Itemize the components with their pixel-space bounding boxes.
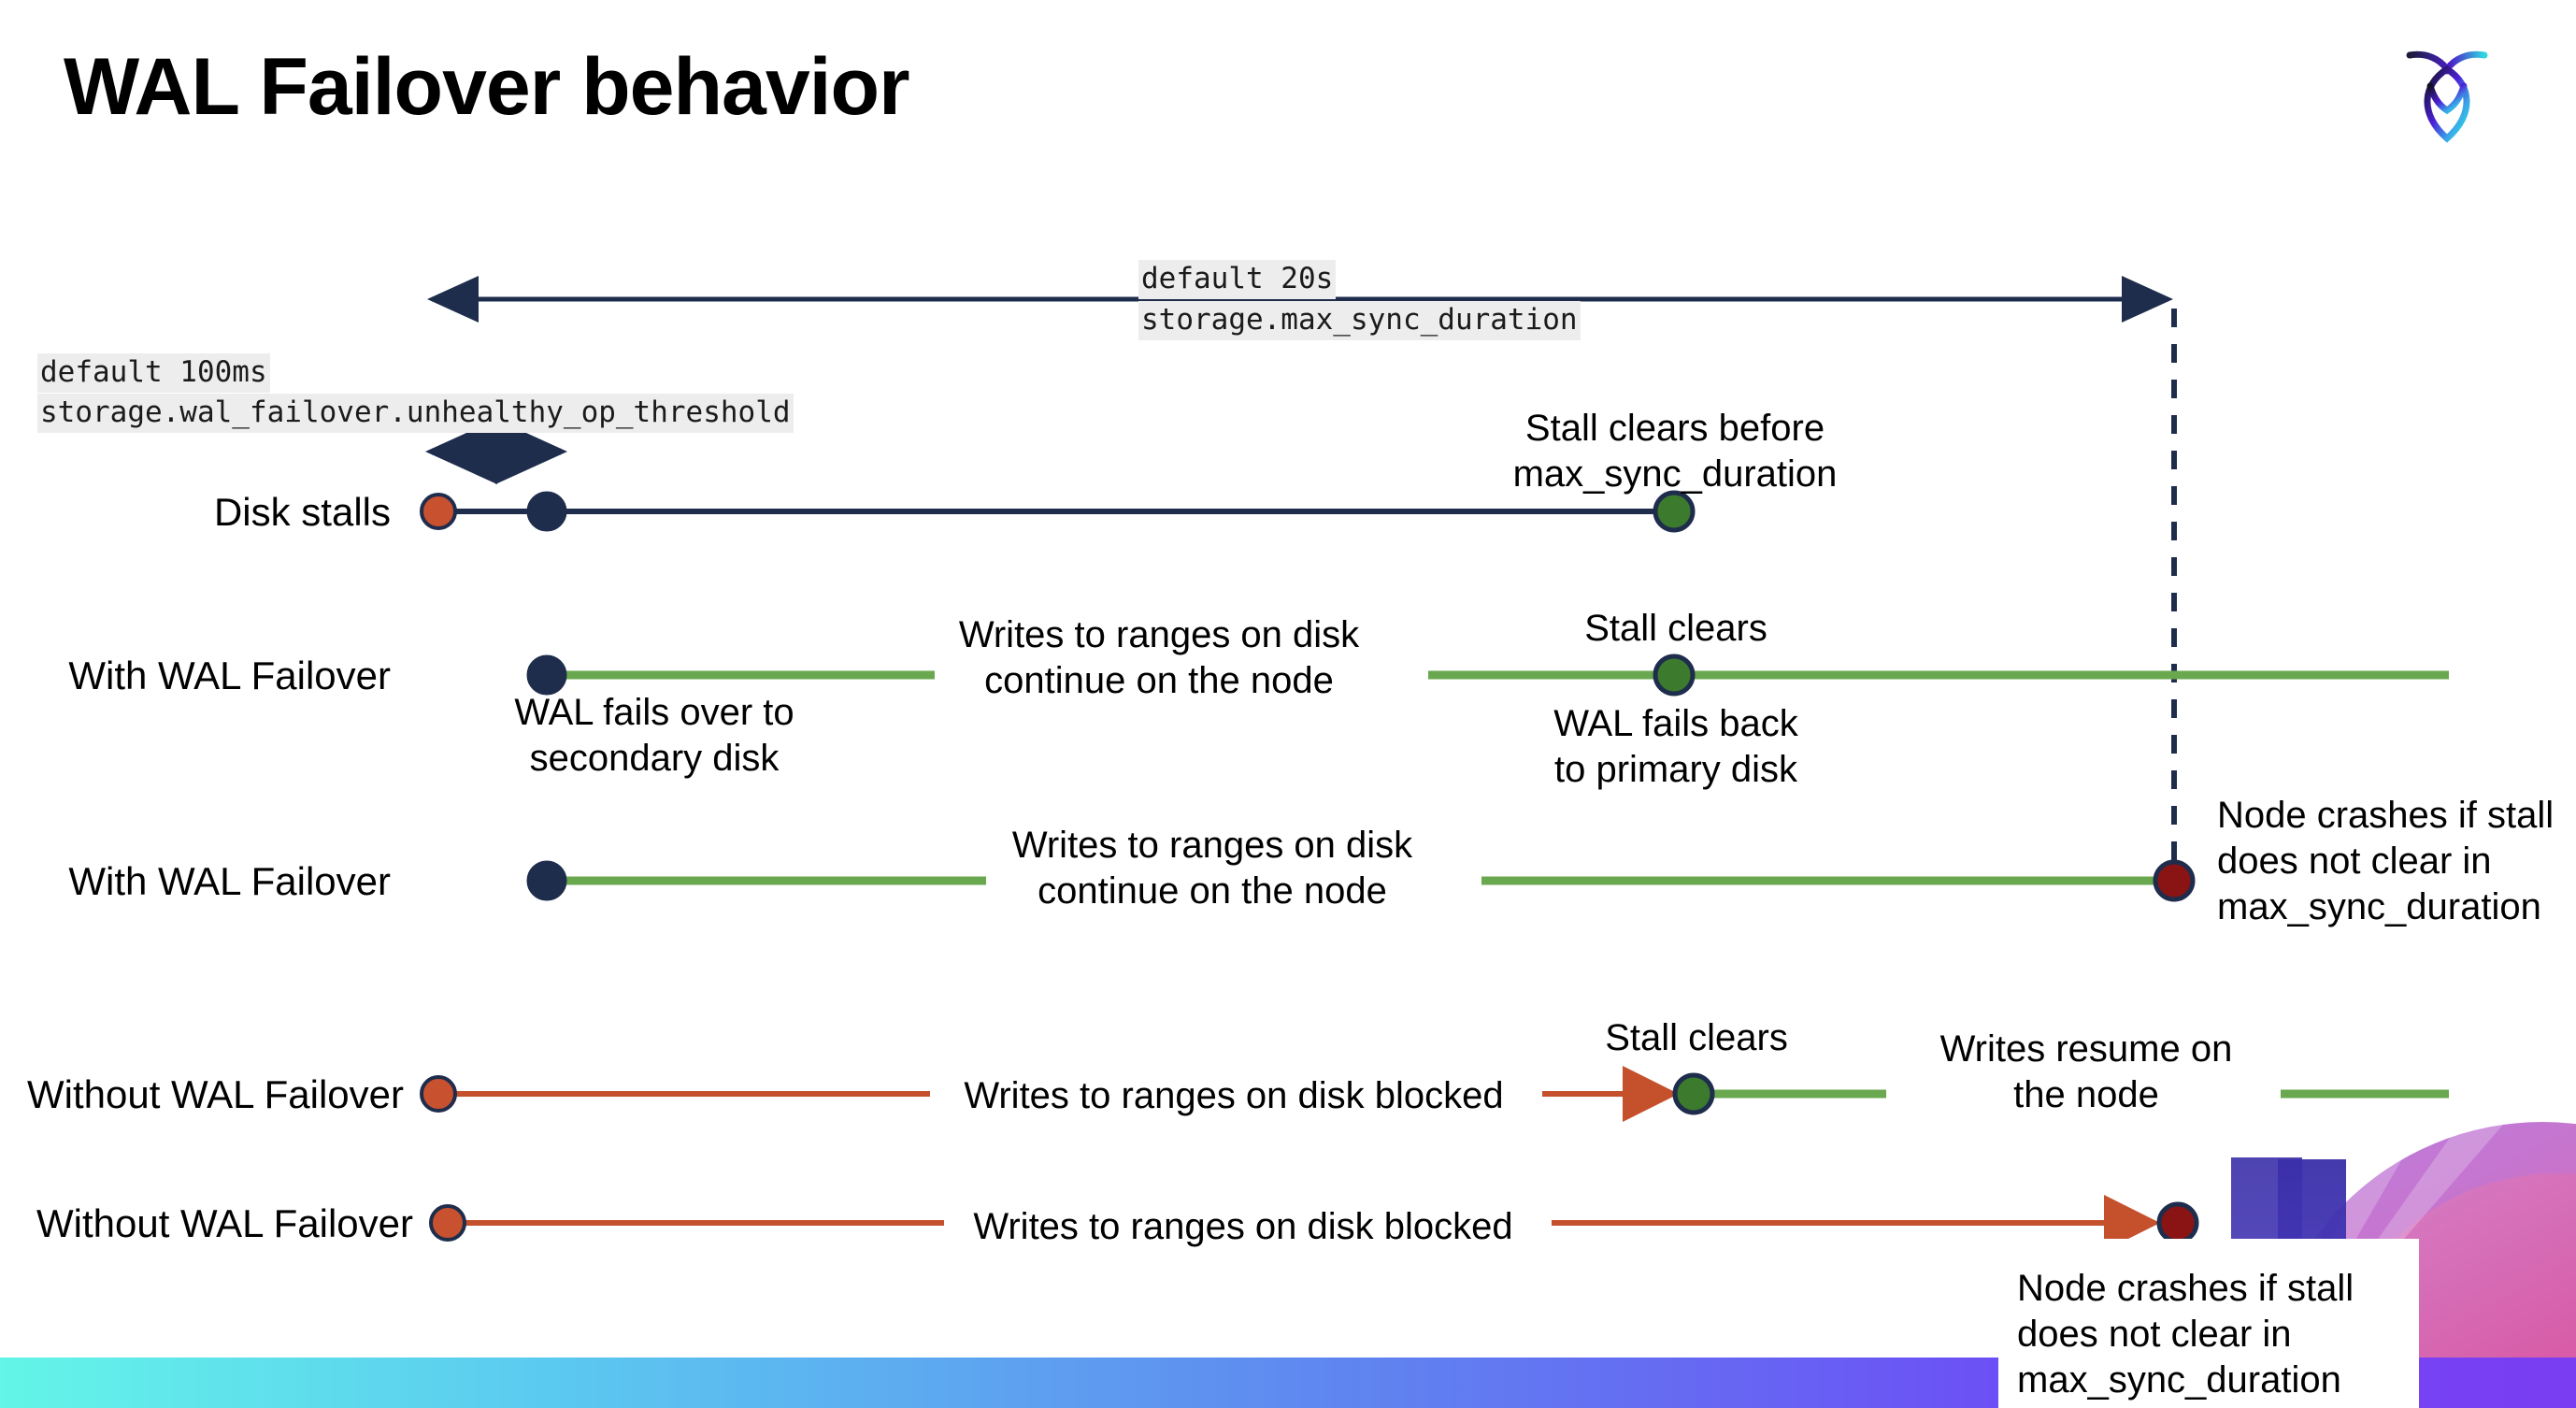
annotation-stall-clears-1: Stall clears [1584, 608, 1767, 649]
annotation-writes-continue-1: Writes to ranges on disk continue on the… [958, 614, 1360, 701]
wf1-failover-marker [526, 654, 567, 696]
cockroachdb-logo-icon [2382, 28, 2512, 154]
annotation-node-crashes-2: Node crashes if stall does not clear in … [2017, 1268, 2354, 1401]
row-label-disk-stalls: Disk stalls [213, 490, 391, 534]
page-title: WAL Failover behavior [64, 42, 910, 132]
annotation-stall-clears-before: Stall clears before max_sync_duration [1512, 408, 1838, 495]
unhealthy-setting-chip: storage.wal_failover.unhealthy_op_thresh… [37, 394, 794, 433]
annotation-writes-blocked-2: Writes to ranges on disk blocked [973, 1206, 1513, 1247]
disk-stall-start-marker [420, 493, 457, 530]
wf2-node-crash-marker [2153, 859, 2196, 902]
annotation-wal-fails-back: WAL fails back to primary disk [1553, 703, 1798, 790]
wof1-stall-start-marker [420, 1075, 457, 1113]
annotation-writes-resume: Writes resume on the node [1939, 1028, 2233, 1115]
wf1-stall-clear-marker [1653, 654, 1696, 697]
row-label-without-wal-failover-2: Without WAL Failover [36, 1201, 413, 1245]
row-label-without-wal-failover-1: Without WAL Failover [27, 1072, 404, 1116]
wal-failover-trigger-marker [526, 491, 567, 532]
annotation-writes-blocked-1: Writes to ranges on disk blocked [964, 1075, 1504, 1116]
wof2-node-crash-marker [2156, 1201, 2199, 1244]
annotation-wal-fails-over: WAL fails over to secondary disk [514, 692, 794, 779]
row-label-with-wal-failover-2: With WAL Failover [68, 859, 391, 903]
wof2-stall-start-marker [429, 1204, 466, 1242]
max-sync-setting-chip: storage.max_sync_duration [1138, 301, 1581, 340]
wof1-stall-clear-marker [1672, 1072, 1715, 1115]
unhealthy-default-chip: default 100ms [37, 353, 270, 393]
max-sync-default-chip: default 20s [1138, 260, 1337, 299]
row-label-with-wal-failover-1: With WAL Failover [68, 654, 391, 697]
node-crash-callout-backdrop [1998, 1239, 2419, 1408]
annotation-node-crashes-1: Node crashes if stall does not clear in … [2217, 795, 2555, 927]
annotation-writes-continue-2: Writes to ranges on disk continue on the… [1011, 825, 1413, 912]
disk-stall-clear-marker [1653, 490, 1696, 533]
annotation-stall-clears-2: Stall clears [1605, 1017, 1788, 1058]
wf2-failover-marker [526, 860, 567, 901]
